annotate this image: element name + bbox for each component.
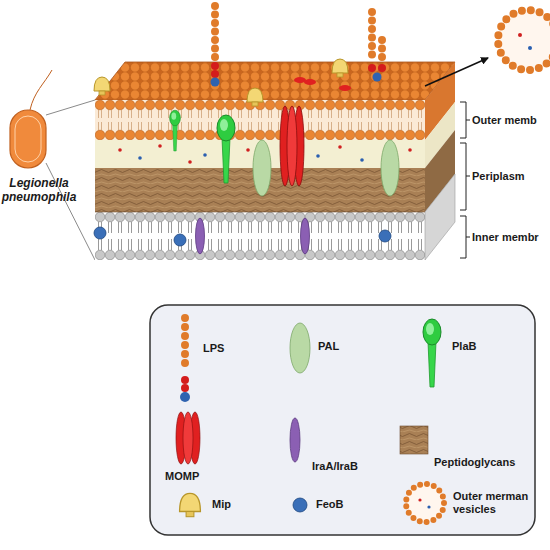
cell-envelope [15, 116, 41, 162]
legend-label: PAL [318, 340, 339, 353]
species-name: Legionella pneumophila [0, 176, 78, 204]
outer-membrane-layer [95, 100, 425, 140]
layer-edge [95, 212, 425, 213]
momp-protein [280, 106, 304, 186]
dot [138, 156, 142, 160]
membrane-slab [95, 62, 455, 260]
ira-protein [196, 218, 205, 254]
plab-protein [170, 110, 181, 151]
ira-icon [290, 418, 300, 462]
feob-protein [379, 230, 391, 242]
callout-arrow [425, 58, 488, 86]
plab-protein [217, 115, 235, 183]
legend-label: FeoB [316, 498, 344, 511]
plab-icon [423, 319, 441, 387]
lps-core [368, 64, 376, 72]
layer-label: Periplasm [472, 170, 525, 183]
layer-brackets [460, 102, 470, 258]
pal-icon [290, 323, 310, 373]
dot [316, 154, 320, 158]
bracket [460, 216, 470, 258]
dot [360, 158, 364, 162]
cell-body [10, 110, 46, 168]
inner-membrane-layer [95, 212, 425, 260]
outer-membrane-vesicle [498, 10, 550, 70]
legend-label: Peptidoglycans [434, 456, 515, 469]
flagellum [30, 70, 52, 110]
outer-membrane-surface [95, 62, 455, 100]
dot [118, 148, 122, 152]
peptidoglycan-icon [400, 426, 428, 454]
feob-icon [293, 498, 307, 512]
lps-lipid [211, 78, 220, 87]
momp-icon [176, 412, 200, 464]
mip-protein [247, 88, 263, 106]
feob-protein [94, 227, 106, 239]
legend-label: IraA/IraB [312, 460, 358, 473]
mip-protein [94, 77, 110, 95]
pal-protein [381, 140, 399, 196]
proteins [94, 59, 399, 254]
dot [188, 160, 192, 164]
lps-chain [368, 12, 376, 60]
layer-label: Inner membr [472, 231, 539, 244]
bracket [460, 143, 470, 210]
dot [418, 498, 421, 501]
periplasm-layer [95, 140, 425, 212]
legend-label: Outer merman vesicles [453, 490, 531, 516]
lps-icon [180, 392, 190, 402]
lps-icon [181, 318, 189, 372]
vesicle-icon [406, 484, 444, 522]
mip-icon [180, 493, 201, 516]
lps-lipid [373, 73, 382, 82]
dot [338, 145, 342, 149]
lps-icon [181, 376, 189, 384]
dot [246, 148, 250, 152]
dot [408, 148, 412, 152]
legend-label: MOMP [165, 470, 199, 483]
lps-chains [211, 6, 387, 87]
dot [427, 505, 430, 508]
dot [518, 33, 522, 37]
layer-label: Outer memb [472, 114, 537, 127]
lps-core [211, 70, 219, 78]
legend-label: LPS [203, 342, 224, 355]
legend-label: Mip [212, 498, 231, 511]
feob-protein [174, 234, 186, 246]
legend-frame [150, 305, 535, 535]
vesicle-membrane [498, 10, 550, 70]
zoom-line [46, 100, 95, 115]
lps-chain [211, 6, 219, 58]
pal-protein [253, 140, 271, 196]
bacterium [10, 70, 52, 168]
ira-protein [301, 218, 310, 254]
mip-protein [332, 59, 348, 77]
dot [158, 144, 162, 148]
momp-top [339, 85, 351, 91]
lps-icon [181, 384, 189, 392]
dot [528, 46, 532, 50]
legend-label: PlaB [452, 340, 476, 353]
lps-core [211, 62, 219, 70]
side-face [425, 174, 455, 260]
legend-box [150, 305, 535, 535]
bracket [460, 102, 470, 138]
peptidoglycan-outline [95, 212, 425, 213]
lps-core [378, 64, 386, 72]
dot [203, 153, 207, 157]
lps-chain [378, 40, 386, 60]
momp-top [304, 79, 316, 85]
